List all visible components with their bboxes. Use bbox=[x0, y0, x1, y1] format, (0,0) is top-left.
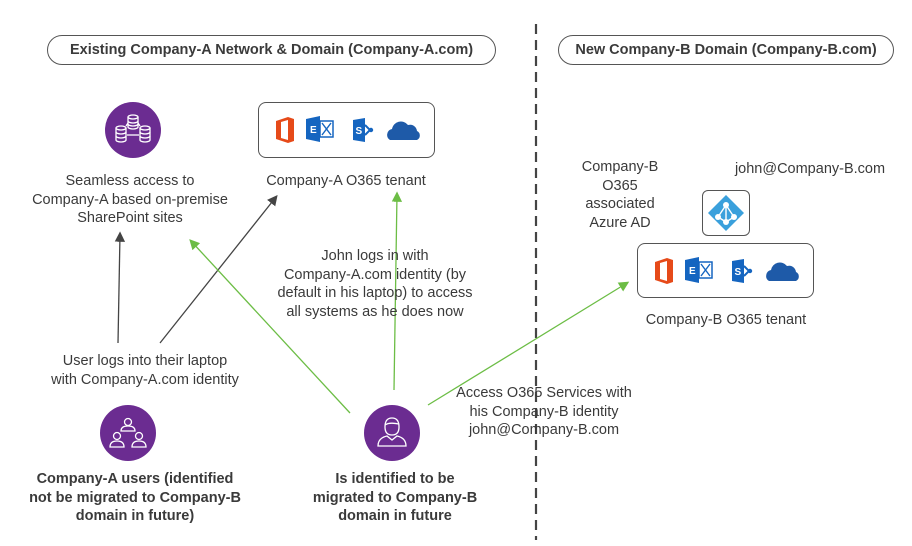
company-a-users-line-1: Company-A users (identified bbox=[36, 471, 234, 487]
sharepoint-access-line-3: SharePoint sites bbox=[77, 210, 183, 226]
exchange-icon: E bbox=[306, 116, 334, 142]
arrow-user-to-sharepoint bbox=[114, 231, 126, 344]
svg-text:S: S bbox=[356, 126, 363, 137]
john-identified-line-2: migrated to Company-B bbox=[312, 489, 478, 506]
user-logs-line-1: User logs into their laptop bbox=[62, 353, 228, 369]
john-identified-line-1: Is identified to be bbox=[335, 471, 455, 487]
company-a-users-line-2: not be migrated to Company-B bbox=[29, 489, 241, 506]
office-icon bbox=[276, 117, 294, 143]
company-b-tenant-box: E S bbox=[637, 243, 814, 298]
office-icon bbox=[655, 258, 673, 284]
john-logs-line-4: all systems as he does now bbox=[286, 303, 464, 320]
company-b-tenant-label: Company-B O365 tenant bbox=[645, 312, 807, 328]
user-logs-line-2: with Company-A.com identity bbox=[51, 371, 239, 388]
header-new-domain-text: New Company-B Domain (Company-B.com) bbox=[575, 42, 877, 58]
onedrive-icon bbox=[387, 121, 420, 140]
sharepoint-icon: S bbox=[732, 259, 753, 283]
john-identified-line-3: domain in future bbox=[338, 508, 452, 524]
azure-ad-line-3: associated bbox=[585, 196, 655, 212]
header-existing-domain-text: Existing Company-A Network & Domain (Com… bbox=[69, 42, 474, 58]
access-services-line-2: his Company-B identity bbox=[469, 403, 619, 420]
arrow-john-to-sharepoint bbox=[189, 239, 351, 414]
john-logs-line-2: Company-A.com identity (by bbox=[283, 266, 467, 283]
arrow-john-to-tenant-b bbox=[427, 281, 630, 406]
sharepoint-icon: S bbox=[353, 118, 374, 142]
azure-ad-icon bbox=[708, 195, 744, 231]
john-identified-label: Is identified to be migrated to Company-… bbox=[300, 470, 490, 526]
azure-ad-line-1: Company-B bbox=[581, 159, 659, 175]
john-logs-line-1: John logs in with bbox=[321, 248, 429, 264]
header-existing-domain: Existing Company-A Network & Domain (Com… bbox=[47, 35, 496, 65]
azure-ad-line-2: O365 bbox=[602, 177, 638, 194]
azure-ad-line-4: Azure AD bbox=[589, 214, 651, 231]
access-services-line-1: Access O365 Services with bbox=[456, 385, 632, 401]
header-new-domain: New Company-B Domain (Company-B.com) bbox=[558, 35, 894, 65]
exchange-icon: E bbox=[685, 257, 713, 283]
onedrive-icon bbox=[766, 262, 799, 281]
sharepoint-access-line-1: Seamless access to bbox=[65, 173, 195, 189]
svg-text:S: S bbox=[735, 267, 742, 278]
company-a-tenant-box: E S bbox=[258, 102, 435, 158]
azure-ad-box bbox=[702, 190, 750, 236]
sharepoint-access-line-2: Company-A based on-premise bbox=[32, 191, 228, 208]
azure-ad-label: Company-B O365 associated Azure AD bbox=[570, 158, 670, 232]
user-icon bbox=[364, 405, 420, 461]
arrow-john-to-tenant-a bbox=[391, 191, 403, 391]
sharepoint-access-label: Seamless access to Company-A based on-pr… bbox=[20, 172, 240, 228]
database-cluster-icon bbox=[105, 102, 161, 158]
john-logs-label: John logs in with Company-A.com identity… bbox=[255, 247, 495, 321]
access-services-label: Access O365 Services with his Company-B … bbox=[433, 384, 655, 440]
svg-text:E: E bbox=[689, 266, 696, 277]
company-b-email-label: john@Company-B.com bbox=[734, 161, 886, 177]
user-group-icon bbox=[100, 405, 156, 461]
company-a-users-line-3: domain in future) bbox=[75, 508, 195, 524]
user-logs-label: User logs into their laptop with Company… bbox=[25, 352, 265, 389]
company-a-users-label: Company-A users (identified not be migra… bbox=[15, 470, 255, 526]
company-a-tenant-label: Company-A O365 tenant bbox=[266, 173, 426, 189]
svg-text:E: E bbox=[310, 125, 317, 136]
access-services-line-3: john@Company-B.com bbox=[468, 422, 620, 438]
john-logs-line-3: default in his laptop) to access bbox=[277, 285, 473, 301]
